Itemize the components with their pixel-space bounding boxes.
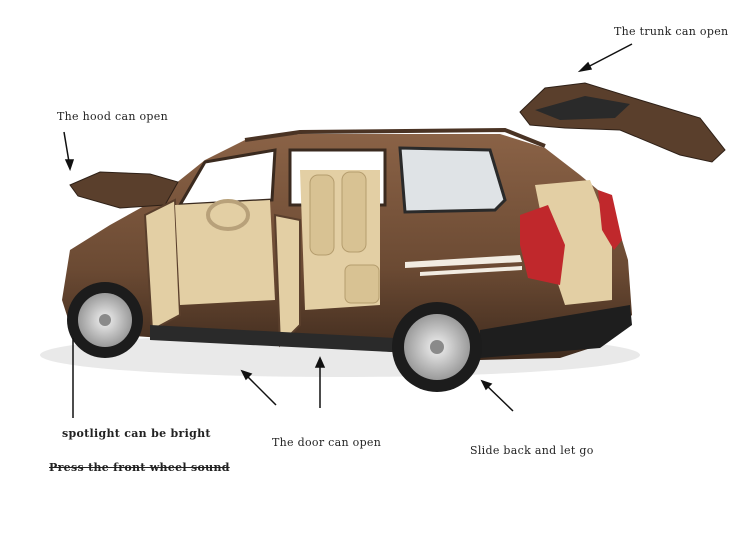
front-interior: [175, 200, 275, 305]
slide-arrow-head: [480, 379, 493, 391]
roof-line: [244, 127, 546, 148]
side-stripe: [405, 255, 522, 268]
door-arrow-2-head: [314, 356, 326, 368]
hood-annotation: The hood can open: [57, 110, 168, 123]
side-stripe: [420, 266, 522, 276]
trunk-annotation: The trunk can open: [614, 25, 729, 38]
trunk-lid-glass: [535, 96, 630, 120]
front-window: [177, 148, 277, 207]
seat-cushion: [344, 264, 380, 304]
trunk-arrow-head: [577, 61, 593, 73]
seat-back: [309, 174, 335, 256]
door-arrow-1-head: [240, 369, 253, 381]
door-annotation: The door can open: [272, 436, 382, 449]
tail-light: [520, 205, 565, 285]
tail-light-right: [598, 190, 622, 250]
trunk-interior: [535, 180, 612, 305]
seat-back: [341, 171, 367, 253]
rear-window: [398, 146, 507, 214]
front-door: [143, 198, 182, 332]
rear-bumper: [480, 305, 632, 358]
hood-arrow-head: [64, 159, 75, 172]
middle-door: [273, 213, 301, 348]
steering-wheel: [206, 199, 250, 231]
front-hub: [99, 314, 111, 326]
side-skirt: [150, 325, 395, 352]
trunk-lid: [519, 82, 726, 163]
hood-panel: [69, 171, 179, 209]
trunk-arrow: [581, 43, 633, 71]
front-wheel-annotation: Press the front wheel sound: [49, 461, 230, 474]
rear-hub: [430, 340, 444, 354]
slide-annotation: Slide back and let go: [470, 444, 594, 457]
spotlight-annotation: spotlight can be bright: [62, 427, 211, 440]
